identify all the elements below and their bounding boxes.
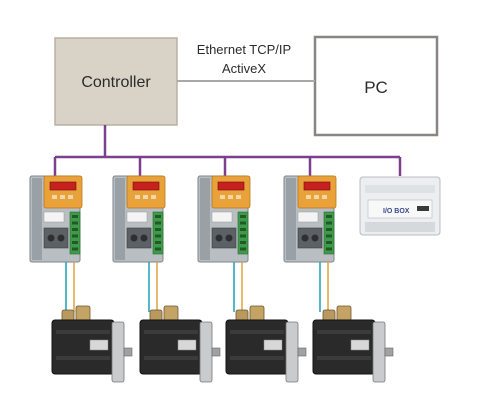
motor-shaft	[211, 347, 221, 357]
drive-connector	[211, 227, 237, 249]
servo-drives	[29, 175, 337, 312]
motor-nameplate	[89, 339, 109, 351]
servo-motor	[51, 305, 133, 383]
motor-flange	[199, 321, 213, 383]
motor-nameplate	[177, 339, 197, 351]
servo-drive	[112, 175, 166, 312]
motor-shaft	[384, 347, 394, 357]
pc-block: PC	[313, 35, 439, 137]
drive-panel	[297, 175, 337, 209]
servo-motors	[51, 305, 394, 383]
motor-flange	[111, 321, 125, 383]
link-label-protocol: Ethernet TCP/IP	[197, 42, 291, 57]
servo-drive	[29, 175, 83, 312]
fieldbus	[53, 125, 402, 176]
drive-panel	[211, 175, 251, 209]
io-module-label: I/O BOX	[383, 208, 410, 215]
pc-label: PC	[364, 78, 388, 97]
drive-display	[132, 181, 160, 191]
servo-drive	[197, 175, 251, 312]
servo-drive	[283, 175, 337, 312]
servo-motor	[225, 305, 307, 383]
motor-nameplate	[350, 339, 370, 351]
drive-connector	[126, 227, 152, 249]
controller-block: Controller	[54, 37, 178, 126]
drive-terminal-block	[69, 211, 81, 255]
drive-panel	[126, 175, 166, 209]
drive-panel	[43, 175, 83, 209]
servo-motor	[139, 305, 221, 383]
drive-display	[49, 181, 77, 191]
controller-label: Controller	[81, 74, 151, 91]
link-label-activex: ActiveX	[222, 61, 266, 76]
drive-terminal-block	[323, 211, 335, 255]
drive-terminal-block	[237, 211, 249, 255]
drive-display	[303, 181, 331, 191]
drive-terminal-block	[152, 211, 164, 255]
io-module: I/O BOX	[359, 176, 441, 236]
motor-flange	[372, 321, 386, 383]
drive-connector	[297, 227, 323, 249]
motor-nameplate	[263, 339, 283, 351]
drive-display	[217, 181, 245, 191]
motor-shaft	[123, 347, 133, 357]
motor-flange	[285, 321, 299, 383]
drive-connector	[43, 227, 69, 249]
motor-shaft	[297, 347, 307, 357]
servo-motor	[312, 305, 394, 383]
